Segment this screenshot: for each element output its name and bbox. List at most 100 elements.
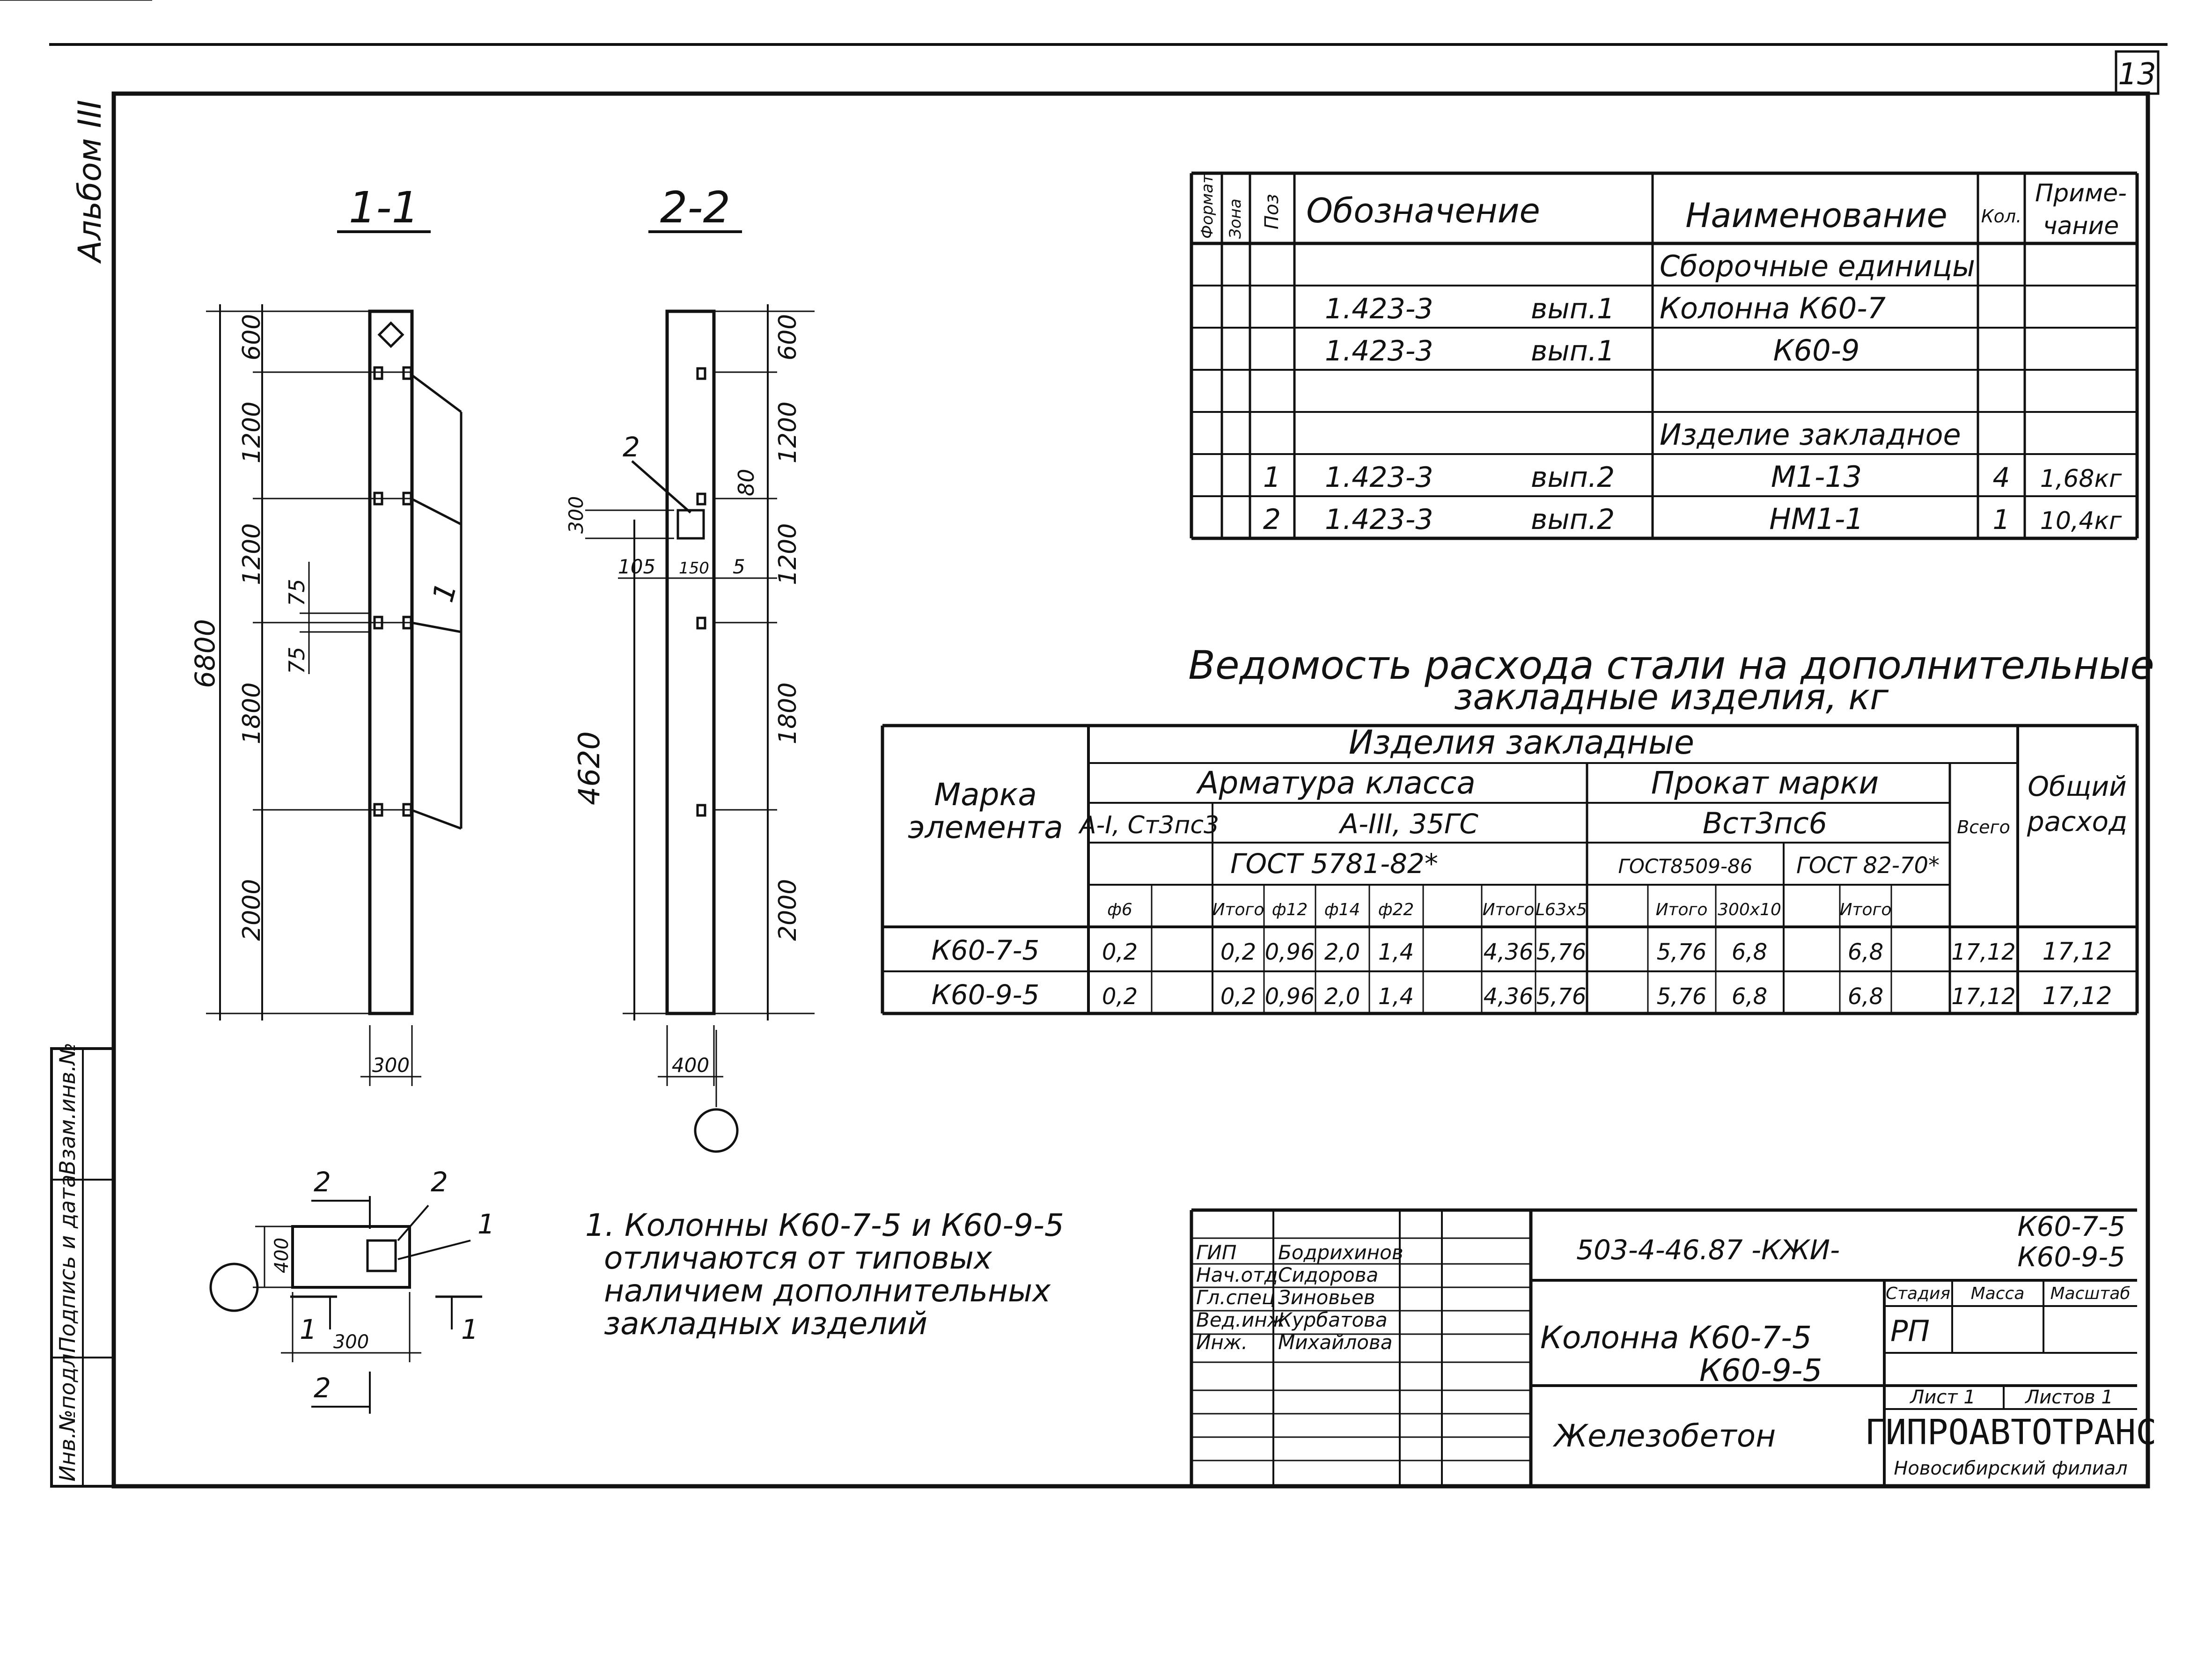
stamp-title-1: Колонна К60-7-5 — [1540, 1320, 1812, 1356]
steel-cell: 0,2 — [1220, 984, 1256, 1010]
hdr-note-1: Приме- — [2035, 179, 2127, 207]
steel-row-total: 17,12 — [2043, 982, 2112, 1010]
steel-cell: 0,96 — [1265, 939, 1315, 965]
spec-row-name: НМ1-1 — [1769, 502, 1863, 536]
steel-cell: 4,36 — [1484, 984, 1534, 1010]
steel-row-total: 17,12 — [2043, 938, 2112, 966]
stamp-person: Бодрихинов — [1278, 1241, 1404, 1264]
steel-hdr-gost-rebar: ГОСТ 5781-82* — [1230, 848, 1438, 880]
steel-hdr-steelgrade: Вст3пс6 — [1703, 806, 1827, 840]
dim-300-width: 300 — [372, 1054, 410, 1077]
spec-row-qty: 1 — [1993, 504, 2010, 536]
hdr-designation: Обозначение — [1306, 191, 1540, 230]
steel-hdr-grand-2: расход — [2027, 806, 2127, 837]
steel-title-2: закладные изделия, кг — [1454, 676, 1889, 718]
column-elevation-1 — [368, 309, 414, 1015]
plan-column — [291, 1225, 411, 1289]
spec-row-designation: 1.423-3 — [1325, 461, 1433, 494]
spec-row-designation: 1.423-3 — [1325, 293, 1433, 325]
plan-cut-2-bottom: 2 — [314, 1372, 331, 1404]
stamp-person: Сидорова — [1278, 1263, 1378, 1286]
steel-hdr-mark-1: Марка — [934, 777, 1037, 813]
drawing-frame — [111, 91, 2150, 1489]
steel-cell: 1,4 — [1378, 939, 1414, 965]
spec-row-issue: вып.1 — [1531, 293, 1615, 325]
stamp-stage: РП — [1890, 1314, 1930, 1348]
steel-cell: 1,4 — [1378, 984, 1414, 1010]
stamp-role: Вед.инж — [1196, 1308, 1285, 1331]
dim-600-a: 600 — [238, 314, 266, 360]
spec-row-note: 10,4кг — [2040, 507, 2122, 535]
dim22-1200-b: 1200 — [774, 523, 802, 585]
spec-row-name: Колонна К60-7 — [1660, 291, 1886, 325]
dim-2000-a: 2000 — [238, 879, 266, 941]
stamp-scale-label: Масштаб — [2050, 1284, 2130, 1303]
steel-cell: 6,8 — [1848, 984, 1883, 1010]
stamp-mass-label: Масса — [1971, 1284, 2025, 1303]
stamp-person: Зиновьев — [1278, 1286, 1375, 1309]
hdr-zone: Зона — [1226, 198, 1245, 239]
side-stamp: Инв.№подл. Подпись и дата Взам.инв.№ — [50, 1042, 115, 1488]
spec-row-qty: 4 — [1993, 462, 2010, 493]
hdr-pos: Поз — [1261, 194, 1283, 229]
dim22-600: 600 — [774, 314, 802, 360]
album-label: Альбом III — [72, 100, 109, 264]
spec-row-pos: 2 — [1263, 503, 1281, 536]
side-sign-label: Подпись и дата — [55, 1175, 80, 1353]
stamp-role: Инж. — [1196, 1331, 1248, 1354]
dim-1800-a: 1800 — [238, 683, 266, 744]
spec-row-designation: 1.423-3 — [1325, 335, 1433, 367]
steel-hdr-grand-1: Общий — [2028, 771, 2126, 802]
leader-pos-2: 2 — [623, 431, 640, 463]
spec-row-issue: вып.2 — [1531, 503, 1615, 536]
dim22-300: 300 — [565, 496, 588, 534]
stamp-code: 503-4-46.87 -КЖИ- — [1576, 1234, 1840, 1266]
leader-pos-1: 1 — [426, 579, 463, 606]
note-line-4: закладных изделий — [604, 1306, 927, 1342]
dim22-150: 150 — [679, 559, 709, 578]
steel-cell: 0,2 — [1102, 984, 1138, 1010]
steel-hdr-embed: Изделия закладные — [1349, 723, 1694, 762]
spec-row-name: Сборочные единицы — [1660, 249, 1975, 283]
hdr-note-2: чание — [2043, 212, 2119, 240]
steel-cell: 2,0 — [1324, 939, 1360, 965]
steel-subhdr: ф12 — [1272, 900, 1308, 919]
steel-cell: 5,76 — [1657, 984, 1707, 1010]
stamp-code-mark-1: К60-7-5 — [2017, 1211, 2125, 1242]
stamp-stage-label: Стадия — [1886, 1284, 1950, 1303]
steel-hdr-class1: А-I, Ст3пс3 — [1078, 811, 1219, 839]
plan-cut-1-right: 1 — [461, 1314, 478, 1345]
column-elevation-2 — [665, 309, 716, 1015]
steel-cell: 5,76 — [1536, 939, 1587, 965]
steel-row-mark: К60-9-5 — [932, 979, 1040, 1011]
spec-row-name: К60-9 — [1773, 333, 1860, 367]
stamp-person: Курбатова — [1278, 1308, 1388, 1331]
steel-cell: 0,2 — [1102, 939, 1138, 965]
dim22-105: 105 — [618, 555, 655, 578]
side-inv-label: Инв.№подл. — [55, 1347, 80, 1482]
side-replace-label: Взам.инв.№ — [55, 1042, 80, 1175]
spec-row-note: 1,68кг — [2040, 465, 2122, 493]
section-2-2-title: 2-2 — [660, 183, 730, 233]
steel-title-1: Ведомость расхода стали на дополнительны… — [1188, 642, 2154, 688]
dim22-1800: 1800 — [774, 683, 802, 744]
stamp-sheets: Листов 1 — [2024, 1387, 2113, 1408]
steel-subhdr: ф14 — [1324, 900, 1360, 919]
steel-hdr-gost-a: ГОСТ8509-86 — [1618, 855, 1753, 878]
spec-row-name: Изделие закладное — [1660, 418, 1961, 452]
plan-pos-1: 1 — [478, 1208, 495, 1240]
spec-row-name: М1-13 — [1771, 460, 1862, 494]
dim22-400: 400 — [672, 1054, 709, 1077]
hdr-format: Формат — [1198, 174, 1217, 239]
steel-cell: 6,8 — [1732, 939, 1767, 965]
section-1-1-title: 1-1 — [349, 183, 419, 233]
hdr-qty: Кол. — [1981, 206, 2022, 227]
steel-cell: 5,76 — [1657, 939, 1707, 965]
stamp-role: ГИП — [1196, 1241, 1236, 1264]
axis-bubble-plan — [209, 1263, 259, 1312]
dim-1200-a: 1200 — [238, 402, 266, 463]
stamp-role: Нач.отд — [1196, 1263, 1278, 1286]
steel-subhdr: ф6 — [1107, 900, 1132, 919]
